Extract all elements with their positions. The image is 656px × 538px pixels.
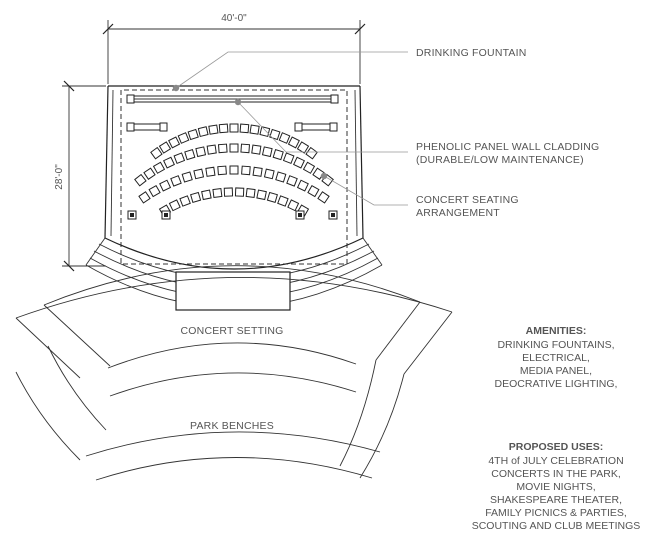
- wall-cladding-panel: [126, 94, 339, 104]
- proposed-use-item: FAMILY PICNICS & PARTIES,: [485, 507, 627, 519]
- concert-seat: [263, 168, 275, 180]
- concert-seat: [296, 141, 310, 154]
- concert-seat: [278, 132, 291, 144]
- concert-seat: [296, 179, 309, 192]
- amenity-item: ELECTRICAL,: [522, 352, 590, 364]
- concert-seat: [239, 123, 250, 134]
- amenity-item: DRINKING FOUNTAINS,: [497, 339, 614, 351]
- concert-seat: [251, 144, 262, 155]
- concert-seat: [159, 179, 172, 192]
- proposed-use-item: CONCERTS IN THE PARK,: [491, 468, 621, 480]
- amenities-block: AMENITIES: DRINKING FOUNTAINS, ELECTRICA…: [495, 325, 618, 390]
- concert-seat: [206, 144, 217, 155]
- proposed-uses-title: PROPOSED USES:: [509, 441, 604, 453]
- park-benches-label: PARK BENCHES: [190, 420, 274, 432]
- concert-seat: [218, 123, 229, 134]
- concert-seat: [217, 143, 228, 154]
- concert-seat: [277, 195, 289, 207]
- proposed-use-item: MOVIE NIGHTS,: [516, 481, 595, 493]
- concert-seat: [269, 128, 281, 141]
- concert-seat: [163, 156, 175, 169]
- concert-seat: [181, 171, 193, 183]
- concert-seat: [168, 136, 181, 149]
- concert-seat: [195, 146, 207, 158]
- concert-seat: [152, 161, 166, 174]
- concert-seat: [143, 167, 156, 180]
- proposed-use-item: SCOUTING AND CLUB MEETINGS: [472, 520, 641, 532]
- concert-seat: [275, 171, 287, 183]
- concert-seat: [287, 136, 300, 149]
- concert-seat: [240, 143, 251, 154]
- concert-seat: [173, 152, 186, 165]
- drinking-fountain-label: DRINKING FOUNTAIN: [416, 47, 527, 59]
- seating-label-line2: ARRANGEMENT: [416, 207, 500, 219]
- concert-seat: [148, 184, 161, 198]
- concert-seat: [223, 187, 234, 197]
- callout-leaders: [172, 51, 408, 206]
- concert-seating: [134, 123, 334, 217]
- concert-seat: [317, 191, 330, 204]
- concert-seat: [193, 168, 205, 180]
- concert-setting-label: CONCERT SETTING: [181, 325, 284, 337]
- concert-seat: [249, 124, 260, 135]
- concert-seat: [168, 199, 181, 212]
- concert-seat: [197, 126, 209, 138]
- width-dimension-label: 40'-0": [221, 13, 247, 24]
- concert-seat: [184, 148, 196, 161]
- concert-seat: [134, 173, 147, 187]
- concert-seat: [302, 161, 316, 174]
- depth-dimension-label: 28'-0": [54, 164, 65, 190]
- concert-seat: [259, 126, 271, 138]
- concert-seat: [229, 123, 239, 133]
- wall-cladding-label-line1: PHENOLIC PANEL WALL CLADDING: [416, 141, 599, 153]
- concert-seat: [217, 165, 227, 176]
- stage-side-benches: [126, 122, 338, 132]
- concert-seat: [187, 128, 199, 141]
- concert-seat: [170, 175, 182, 187]
- concert-seat: [212, 187, 223, 199]
- speaker-posts: [127, 210, 338, 220]
- concert-seat: [234, 187, 245, 197]
- amenity-item: DEOCRATIVE LIGHTING,: [495, 378, 618, 390]
- concert-seat: [272, 148, 284, 161]
- concert-seat: [266, 191, 278, 203]
- concert-seat: [282, 152, 295, 165]
- concert-seat: [205, 166, 216, 177]
- proposed-use-item: 4TH of JULY CELEBRATION: [488, 455, 623, 467]
- amenities-title: AMENITIES:: [526, 325, 587, 337]
- concert-seat: [150, 146, 163, 160]
- amenity-item: MEDIA PANEL,: [520, 365, 592, 377]
- concert-seat: [287, 199, 300, 212]
- concert-seat: [229, 165, 239, 175]
- concert-seat: [305, 146, 318, 160]
- wall-cladding-label-line2: (DURABLE/LOW MAINTENANCE): [416, 154, 584, 166]
- concert-seat: [293, 156, 305, 169]
- proposed-use-item: SHAKESPEARE THEATER,: [490, 494, 622, 506]
- concert-seat: [245, 187, 256, 199]
- concert-seat: [208, 124, 219, 135]
- concert-seat: [179, 195, 191, 207]
- seating-label-line1: CONCERT SEATING: [416, 194, 519, 206]
- concert-seat: [252, 166, 263, 177]
- depth-dimension: 28'-0": [54, 80, 106, 272]
- concert-seat: [190, 191, 202, 203]
- park-benches: [15, 265, 453, 481]
- concert-seat: [256, 189, 267, 201]
- concert-seat: [229, 143, 239, 153]
- concert-seat: [138, 191, 151, 204]
- width-dimension: 40'-0": [102, 13, 366, 84]
- concert-seat: [286, 175, 298, 187]
- concert-seat: [158, 141, 172, 154]
- concert-seat: [201, 189, 212, 201]
- concert-seat: [261, 146, 273, 158]
- proposed-uses-block: PROPOSED USES: 4TH of JULY CELEBRATION C…: [472, 441, 641, 532]
- concert-seat: [307, 184, 320, 198]
- concert-seat: [241, 165, 251, 176]
- concert-seat: [177, 132, 190, 144]
